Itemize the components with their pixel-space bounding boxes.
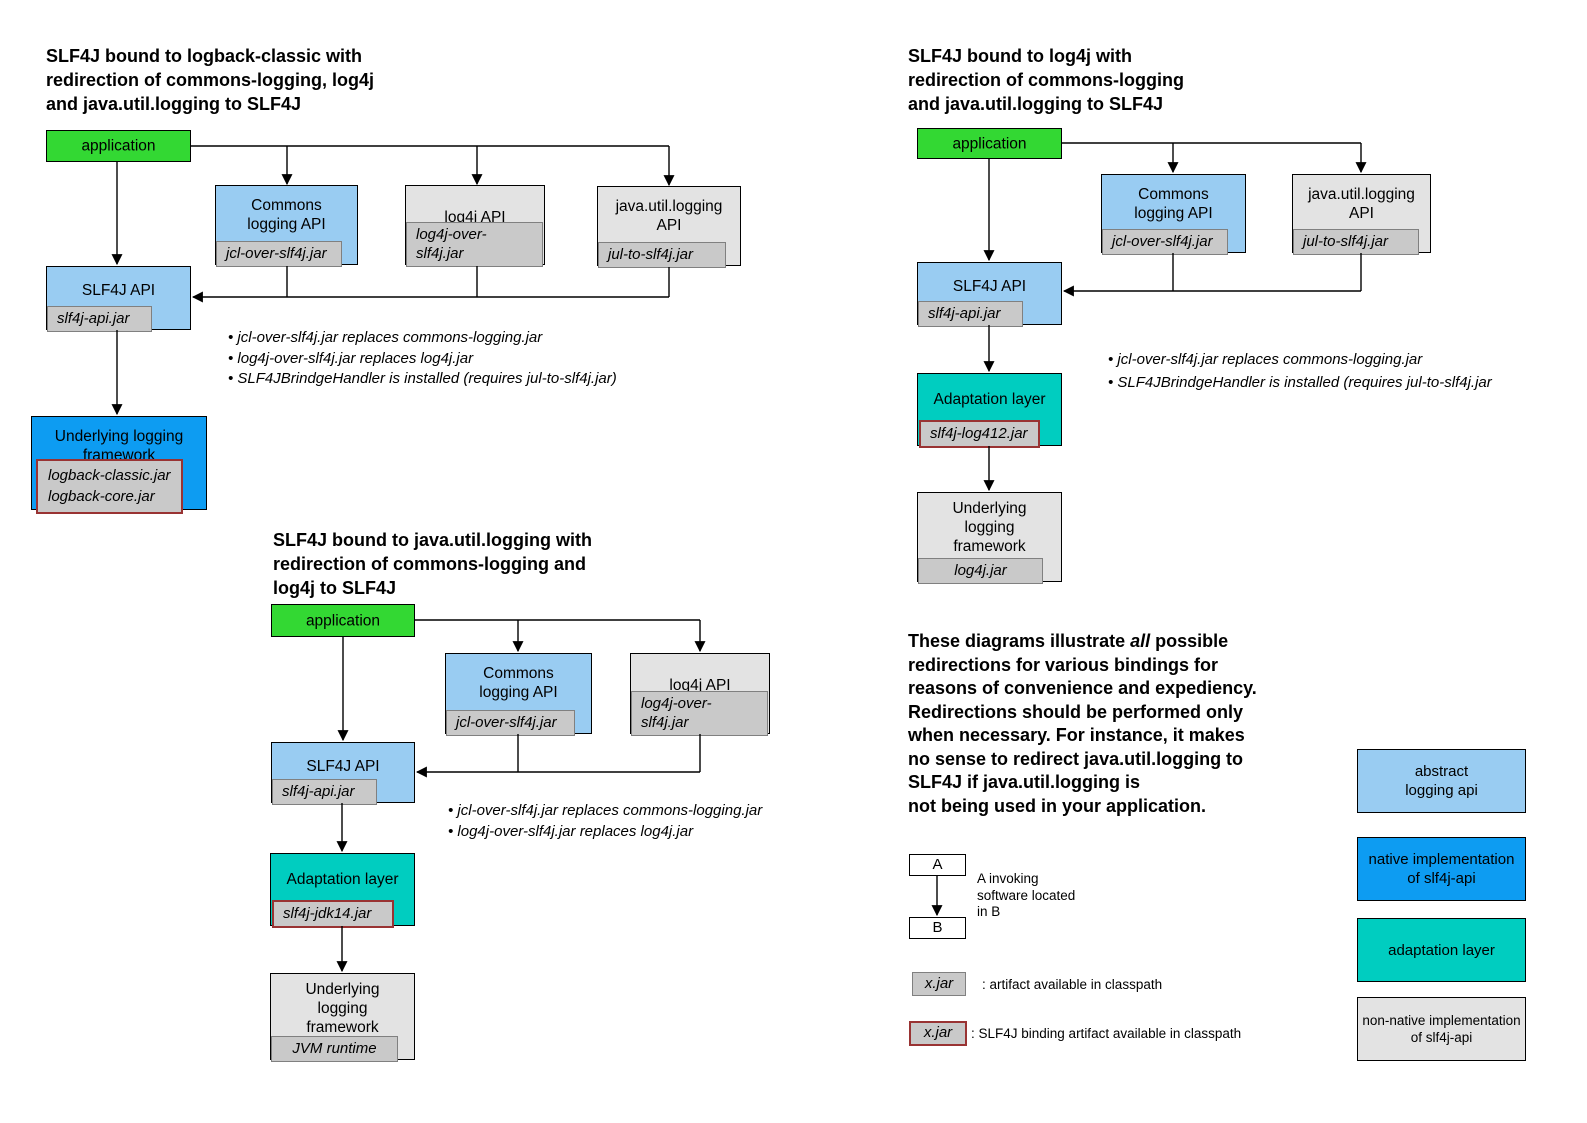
d1-bullet-notes: • jcl-over-slf4j.jar replaces commons-lo… [228,329,617,387]
d2-jcl-over-slf4j-jar: jcl-over-slf4j.jar [1102,229,1228,255]
d3-jcl-over-slf4j-jar: jcl-over-slf4j.jar [446,710,575,736]
legend-native-implementation-box: native implementation of slf4j-api [1357,837,1526,901]
diagram1-title: SLF4J bound to logback-classic with redi… [46,46,375,114]
d1-slf4j-api-jar: slf4j-api.jar [47,306,152,332]
d3-commons-logging-api-label: Commons logging API [479,665,558,701]
note-text-emphasis: all [1130,631,1151,651]
d3-slf4j-api-jar: slf4j-api.jar [272,779,377,805]
d1-logback-jars: logback-classic.jar logback-core.jar [36,459,183,514]
d1-log4j-over-slf4j-jar: log4j-over-slf4j.jar [406,222,543,267]
d3-log4j-api-label: log4j API [669,677,731,694]
d3-commons-logging-api-box: Commons logging API jcl-over-slf4j.jar [445,653,592,736]
d1-log4j-api-box: log4j API log4j-over-slf4j.jar [405,185,545,267]
d2-commons-logging-api-box: Commons logging API jcl-over-slf4j.jar [1101,174,1246,255]
legend-invoke-caption: A invoking software located in B [977,871,1076,919]
d1-slf4j-api-label: SLF4J API [81,282,156,299]
d2-application-label: application [952,135,1027,152]
legend-box-a: A [909,854,966,876]
legend-artifact-caption: : artifact available in classpath [982,977,1163,992]
d3-slf4j-jdk14-jar: slf4j-jdk14.jar [272,900,394,928]
d1-application-label: application [81,137,156,155]
d1-java-util-logging-api-label: java.util.logging API [615,198,723,234]
d2-slf4j-api-box: SLF4J API slf4j-api.jar [917,262,1062,327]
d2-slf4j-log412-jar: slf4j-log412.jar [919,420,1040,448]
legend-artifact-jar: x.jar [912,972,966,996]
d3-application-label: application [305,612,381,629]
d3-underlying-framework-label: Underlying logging framework [305,981,380,1036]
d2-commons-logging-api-label: Commons logging API [1134,186,1213,222]
legend-binding-artifact-caption: : SLF4J binding artifact available in cl… [971,1026,1242,1041]
d2-slf4j-api-jar: slf4j-api.jar [918,301,1023,327]
diagram3-title: SLF4J bound to java.util.logging with re… [273,530,592,598]
d2-jul-to-slf4j-jar: jul-to-slf4j.jar [1293,229,1419,255]
d1-commons-logging-api-label: Commons logging API [247,197,326,233]
legend-adaptation-layer-box: adaptation layer [1357,918,1526,982]
d1-commons-logging-api-box: Commons logging API jcl-over-slf4j.jar [215,185,358,267]
d3-underlying-framework-box: Underlying logging framework JVM runtime [270,973,415,1062]
d3-application-box: application [271,604,415,637]
d3-bullet-notes: • jcl-over-slf4j.jar replaces commons-lo… [448,802,763,840]
d3-log4j-over-slf4j-jar: log4j-over-slf4j.jar [631,691,768,736]
d2-adaptation-layer-label: Adaptation layer [933,391,1046,408]
d2-slf4j-api-label: SLF4J API [952,278,1027,295]
d3-adaptation-layer-box: Adaptation layer slf4j-jdk14.jar [270,853,415,928]
d2-underlying-framework-label: Underlying logging framework [952,500,1027,555]
d2-java-util-logging-api-label: java.util.logging API [1308,186,1415,222]
d2-underlying-framework-box: Underlying logging framework log4j.jar [917,492,1062,584]
d2-bullet-notes: • jcl-over-slf4j.jar replaces commons-lo… [1108,351,1492,391]
note-text-pre: These diagrams illustrate [908,631,1131,651]
d1-slf4j-api-box: SLF4J API slf4j-api.jar [46,266,191,332]
d2-adaptation-layer-box: Adaptation layer slf4j-log412.jar [917,373,1062,448]
d3-slf4j-api-box: SLF4J API slf4j-api.jar [271,742,415,805]
d1-application-box: application [46,130,191,162]
d2-application-box: application [917,128,1062,159]
legend-non-native-implementation-box: non-native implementation of slf4j-api [1357,997,1526,1061]
d1-log4j-api-label: log4j API [444,209,506,226]
d2-java-util-logging-api-box: java.util.logging API jul-to-slf4j.jar [1292,174,1431,255]
d3-slf4j-api-label: SLF4J API [306,758,380,775]
d1-jcl-over-slf4j-jar: jcl-over-slf4j.jar [216,241,342,267]
d3-jvm-runtime-jar: JVM runtime [271,1036,398,1062]
d1-java-util-logging-api-box: java.util.logging API jul-to-slf4j.jar [597,186,741,268]
redirection-note: These diagrams illustrate all possible r… [908,630,1353,818]
d2-log4j-jar: log4j.jar [918,558,1043,584]
d1-underlying-framework-box: Underlying logging framework logback-cla… [31,416,207,514]
legend-box-b: B [909,917,966,939]
legend-binding-artifact-jar: x.jar [909,1021,967,1046]
d1-jul-to-slf4j-jar: jul-to-slf4j.jar [598,242,726,268]
diagram2-title: SLF4J bound to log4j with redirection of… [908,46,1185,114]
d3-log4j-api-box: log4j API log4j-over-slf4j.jar [630,653,770,736]
note-text-post: possible redirections for various bindin… [908,631,1257,816]
d3-adaptation-layer-label: Adaptation layer [286,871,399,888]
legend-abstract-logging-api-box: abstract logging api [1357,749,1526,813]
